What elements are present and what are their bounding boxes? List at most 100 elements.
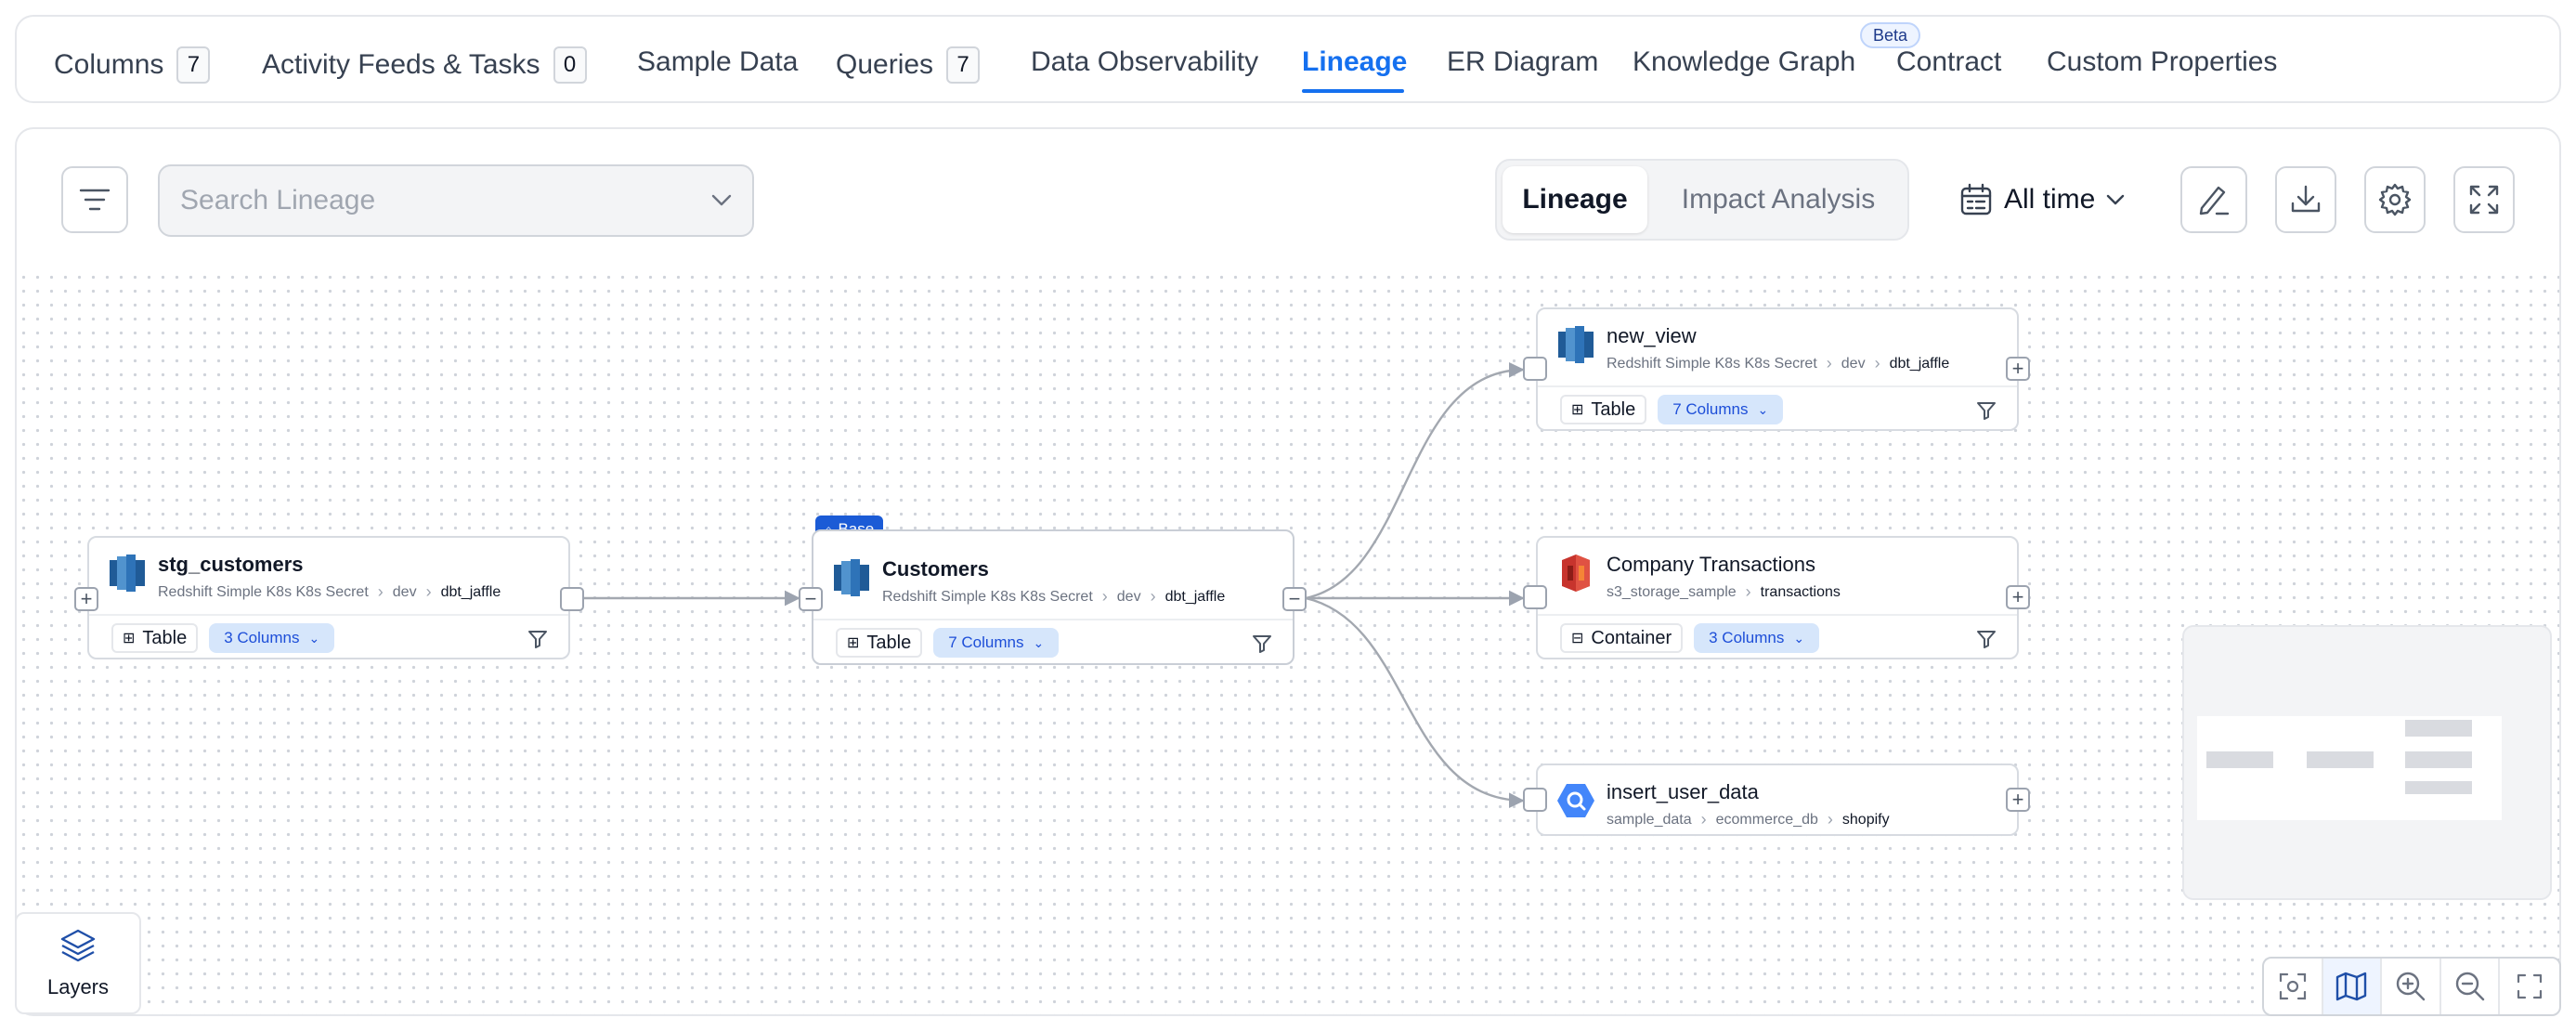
path-segment: Redshift Simple K8s K8s Secret <box>158 583 369 600</box>
node-title[interactable]: stg_customers <box>158 553 304 576</box>
node-header: Company Transactions s3_storage_sample›t… <box>1556 553 1841 602</box>
expand-downstream-handle[interactable]: + <box>2006 357 2030 381</box>
count-badge: 7 <box>176 46 211 84</box>
zoom-out-button[interactable] <box>2441 959 2501 1014</box>
count-badge: 7 <box>946 46 981 84</box>
funnel-filter-icon[interactable] <box>1252 633 1272 654</box>
beta-badge: Beta <box>1860 22 1921 48</box>
node-header: stg_customers Redshift Simple K8s K8s Se… <box>108 553 501 602</box>
lineage-node-new-view[interactable]: new_view Redshift Simple K8s K8s Secret›… <box>1536 307 2019 431</box>
expand-upstream-handle[interactable]: + <box>74 587 98 611</box>
columns-dropdown[interactable]: 3 Columns⌄ <box>209 623 335 653</box>
tab-sample-data[interactable]: Sample Data <box>637 46 798 78</box>
tab-label: Activity Feeds & Tasks <box>262 49 540 80</box>
tab-queries[interactable]: Queries 7 <box>836 46 981 84</box>
layers-button[interactable]: Layers <box>15 912 141 1014</box>
divider <box>1538 614 2017 616</box>
tab-knowledge-graph[interactable]: Knowledge Graph <box>1633 46 1855 78</box>
chevron-right-icon: › <box>1101 587 1108 606</box>
lineage-node-customers[interactable]: Customers Redshift Simple K8s K8s Secret… <box>812 529 1295 665</box>
tab-data-observability[interactable]: Data Observability <box>1031 46 1258 78</box>
funnel-filter-icon[interactable] <box>1976 629 1997 649</box>
entity-type-label: Table <box>1591 398 1636 420</box>
chevron-right-icon: › <box>1874 354 1880 372</box>
node-breadcrumb: Redshift Simple K8s K8s Secret›dev›dbt_j… <box>158 582 501 602</box>
gear-icon <box>2378 183 2412 216</box>
chevron-right-icon: › <box>1700 810 1707 829</box>
search-lineage-input[interactable] <box>180 185 700 216</box>
download-button[interactable] <box>2275 166 2336 233</box>
lineage-node-company-transactions[interactable]: Company Transactions s3_storage_sample›t… <box>1536 536 2019 659</box>
funnel-filter-icon[interactable] <box>527 629 548 649</box>
expand-downstream-handle[interactable]: + <box>2006 788 2030 812</box>
edit-lineage-button[interactable] <box>2180 166 2247 233</box>
path-segment: dev <box>392 583 417 600</box>
path-segment: sample_data <box>1607 811 1692 828</box>
node-header: Customers Redshift Simple K8s K8s Secret… <box>832 557 1225 607</box>
s3-logo-icon <box>1562 555 1590 592</box>
entity-type-label: Table <box>866 632 912 653</box>
map-icon <box>2336 972 2367 1001</box>
zoom-in-button[interactable] <box>2382 959 2441 1014</box>
tab-er-diagram[interactable]: ER Diagram <box>1447 46 1598 78</box>
time-filter-label: All time <box>2004 184 2096 215</box>
path-segment: dbt_jaffle <box>440 583 501 600</box>
pencil-icon <box>2199 186 2230 215</box>
node-breadcrumb: Redshift Simple K8s K8s Secret›dev›dbt_j… <box>1607 354 1949 373</box>
node-input-handle[interactable] <box>1523 585 1547 609</box>
redshift-logo-icon <box>1558 326 1594 363</box>
columns-dropdown[interactable]: 7 Columns⌄ <box>1658 395 1784 424</box>
entity-type-chip: ⊟Container <box>1560 623 1684 653</box>
tab-label: Lineage <box>1302 46 1408 77</box>
divider <box>89 614 568 616</box>
node-input-handle[interactable] <box>1523 357 1547 381</box>
node-header: insert_user_data sample_data›ecommerce_d… <box>1556 780 1890 829</box>
time-filter-dropdown[interactable]: All time <box>1959 174 2125 226</box>
tab-custom-properties[interactable]: Custom Properties <box>2047 46 2277 78</box>
filter-lines-icon <box>79 189 111 211</box>
columns-dropdown[interactable]: 7 Columns⌄ <box>933 628 1060 658</box>
tab-label: Contract <box>1896 46 2002 77</box>
expand-downstream-handle[interactable]: + <box>2006 585 2030 609</box>
node-title[interactable]: insert_user_data <box>1607 780 1759 803</box>
minimap-node <box>2405 720 2472 737</box>
lineage-node-stg-customers[interactable]: stg_customers Redshift Simple K8s K8s Se… <box>87 536 570 659</box>
columns-dropdown[interactable]: 3 Columns⌄ <box>1694 623 1820 653</box>
table-icon: ⊞ <box>123 631 136 646</box>
edge-customers-to-insert-user-data[interactable] <box>1305 596 1525 809</box>
edge-customers-to-new-view[interactable] <box>1305 361 1525 600</box>
minimap[interactable] <box>2182 625 2552 900</box>
settings-button[interactable] <box>2364 166 2426 233</box>
node-title[interactable]: new_view <box>1607 324 1697 347</box>
chevron-right-icon: › <box>425 582 432 601</box>
filter-button[interactable] <box>61 166 128 233</box>
container-icon: ⊟ <box>1571 631 1584 646</box>
collapse-upstream-handle[interactable]: − <box>799 587 823 611</box>
node-title[interactable]: Company Transactions <box>1607 553 1815 576</box>
tab-label: Columns <box>54 49 164 80</box>
fit-view-button[interactable] <box>2264 959 2323 1014</box>
tab-columns[interactable]: Columns 7 <box>54 46 211 84</box>
fit-screen-button[interactable] <box>2500 959 2559 1014</box>
toggle-minimap-button[interactable] <box>2322 959 2383 1014</box>
collapse-downstream-handle[interactable]: − <box>1282 587 1307 611</box>
tab-lineage[interactable]: Lineage <box>1302 46 1407 78</box>
lineage-node-insert-user-data[interactable]: insert_user_data sample_data›ecommerce_d… <box>1536 763 2019 836</box>
tab-label: Queries <box>836 49 934 80</box>
chevron-down-icon: ⌄ <box>1033 634 1045 650</box>
tab-contract[interactable]: Contract <box>1896 46 2001 78</box>
node-output-handle[interactable] <box>560 587 584 611</box>
expand-icon <box>2517 973 2543 999</box>
search-lineage-select[interactable] <box>158 164 754 237</box>
impact-analysis-toggle[interactable]: Impact Analysis <box>1681 184 1876 215</box>
path-segment: shopify <box>1841 811 1890 828</box>
divider <box>1538 385 2017 387</box>
node-input-handle[interactable] <box>1523 788 1547 812</box>
minimap-node <box>2405 751 2472 768</box>
funnel-filter-icon[interactable] <box>1976 400 1997 421</box>
node-title[interactable]: Customers <box>882 557 989 581</box>
lineage-toggle[interactable]: Lineage <box>1503 166 1647 233</box>
fullscreen-button[interactable] <box>2453 166 2515 233</box>
tab-label: Sample Data <box>637 46 799 77</box>
